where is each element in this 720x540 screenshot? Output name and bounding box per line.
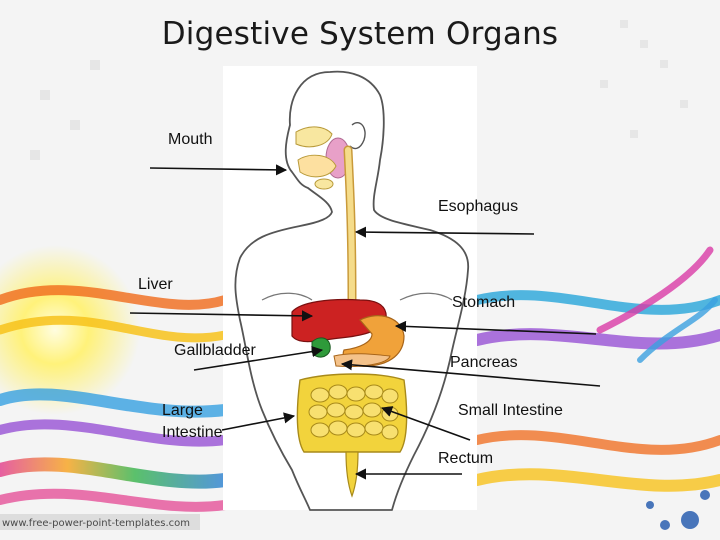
tongue <box>297 154 337 178</box>
label-rectum: Rectum <box>438 450 494 467</box>
label-arrows <box>129 164 601 480</box>
arrow-gallbladder <box>193 346 324 371</box>
esophagus <box>345 147 355 303</box>
label-large-intestine-line2: Intestine <box>162 424 223 441</box>
label-small-intestine: Small Intestine <box>458 402 563 419</box>
arrow-esophagus <box>354 226 535 238</box>
arrow-pancreas <box>340 359 601 387</box>
label-mouth: Mouth <box>168 131 213 148</box>
label-gallbladder: Gallbladder <box>174 342 256 359</box>
gallbladder <box>311 337 331 358</box>
arrow-liver <box>129 310 314 322</box>
arrow-small-intestine <box>380 406 471 441</box>
small-intestine <box>308 384 399 440</box>
arrow-large-intestine <box>221 412 296 431</box>
label-pancreas: Pancreas <box>450 354 518 371</box>
nasal-cavity <box>295 126 333 148</box>
rectum <box>345 451 359 498</box>
label-esophagus: Esophagus <box>438 198 519 215</box>
arrow-mouth <box>149 164 288 176</box>
slide-title: Digestive System Organs <box>161 16 559 52</box>
label-liver: Liver <box>138 276 173 293</box>
ear <box>349 122 366 150</box>
arrow-stomach <box>394 320 597 335</box>
label-large-intestine-line1: Large <box>162 402 203 419</box>
label-stomach: Stomach <box>452 294 516 311</box>
footer-url: www.free-power-point-templates.com <box>2 518 190 529</box>
